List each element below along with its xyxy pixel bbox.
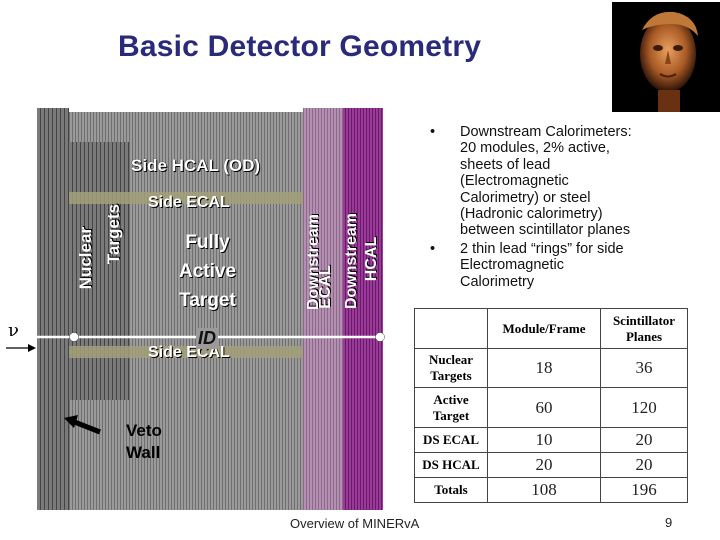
bullet-marker: • <box>430 241 435 257</box>
wall-label: Wall <box>126 442 162 464</box>
row-modules: 10 <box>488 427 601 452</box>
veto-label: Veto <box>126 420 162 442</box>
bullet-line: 20 modules, 2% active, <box>460 140 700 156</box>
row-planes: 36 <box>601 349 688 388</box>
bullet-line: (Electromagnetic <box>460 173 700 189</box>
detector-diagram: Side HCAL (OD) Side ECAL Side ECAL Nucle… <box>0 100 420 520</box>
table-header-planes: Scintillator Planes <box>601 309 688 349</box>
table-header-modules: Module/Frame <box>488 309 601 349</box>
bullet-line: (Hadronic calorimetry) <box>460 206 700 222</box>
page-number: 9 <box>665 515 672 530</box>
downstream-hcal-label-1: Downstream <box>343 209 361 313</box>
nu-label: ν <box>8 320 19 341</box>
id-label: ID <box>196 328 218 349</box>
active-label: Active <box>160 257 255 286</box>
axis-end-left <box>70 333 79 342</box>
bullet-item: • Downstream Calorimeters:20 modules, 2% … <box>430 124 700 239</box>
bullet-list: • Downstream Calorimeters:20 modules, 2% … <box>430 124 700 292</box>
table-row: Totals 108 196 <box>415 477 688 502</box>
row-label: DS ECAL <box>415 427 488 452</box>
table-row: DS ECAL 10 20 <box>415 427 688 452</box>
table-row: DS HCAL 20 20 <box>415 452 688 477</box>
module-table: Module/Frame Scintillator Planes Nuclear… <box>414 308 688 503</box>
row-planes: 20 <box>601 427 688 452</box>
row-label: Active Target <box>415 388 488 427</box>
veto-stack <box>37 108 69 510</box>
row-modules: 18 <box>488 349 601 388</box>
nuclear-label: Nuclear <box>76 226 96 290</box>
table-row: Active Target 60 120 <box>415 388 688 427</box>
row-planes: 196 <box>601 477 688 502</box>
footer-text: Overview of MINERvA <box>290 516 419 531</box>
row-planes: 120 <box>601 388 688 427</box>
target-label: Target <box>160 286 255 315</box>
axis-end-right <box>376 333 385 342</box>
row-label: Nuclear Targets <box>415 349 488 388</box>
downstream-hcal-label-2: HCAL <box>363 231 381 287</box>
bullet-line: 2 thin lead “rings” for side <box>460 241 700 257</box>
fully-active-target-label: Fully Active Target <box>160 228 255 315</box>
bullet-line: Calorimetry <box>460 274 700 290</box>
bullet-marker: • <box>430 124 435 140</box>
statue-head-photo <box>612 2 720 112</box>
slide-title: Basic Detector Geometry <box>118 30 481 64</box>
side-ecal-top-label: Side ECAL <box>148 194 230 212</box>
table-header-blank <box>415 309 488 349</box>
fully-label: Fully <box>160 228 255 257</box>
row-modules: 108 <box>488 477 601 502</box>
statue-head-icon <box>612 2 720 112</box>
row-label: DS HCAL <box>415 452 488 477</box>
bullet-line: Calorimetry) or steel <box>460 190 700 206</box>
downstream-ecal-label-2: ECAL <box>317 257 335 317</box>
table-row: Nuclear Targets 18 36 <box>415 349 688 388</box>
bullet-line: between scintillator planes <box>460 222 700 238</box>
row-modules: 20 <box>488 452 601 477</box>
bullet-line: sheets of lead <box>460 157 700 173</box>
row-label: Totals <box>415 477 488 502</box>
bullet-line: Downstream Calorimeters: <box>460 124 700 140</box>
row-modules: 60 <box>488 388 601 427</box>
row-planes: 20 <box>601 452 688 477</box>
veto-wall-label: Veto Wall <box>126 420 162 464</box>
bullet-line: Electromagnetic <box>460 257 700 273</box>
side-hcal-label: Side HCAL (OD) <box>131 156 260 176</box>
targets-label: Targets <box>104 202 124 266</box>
